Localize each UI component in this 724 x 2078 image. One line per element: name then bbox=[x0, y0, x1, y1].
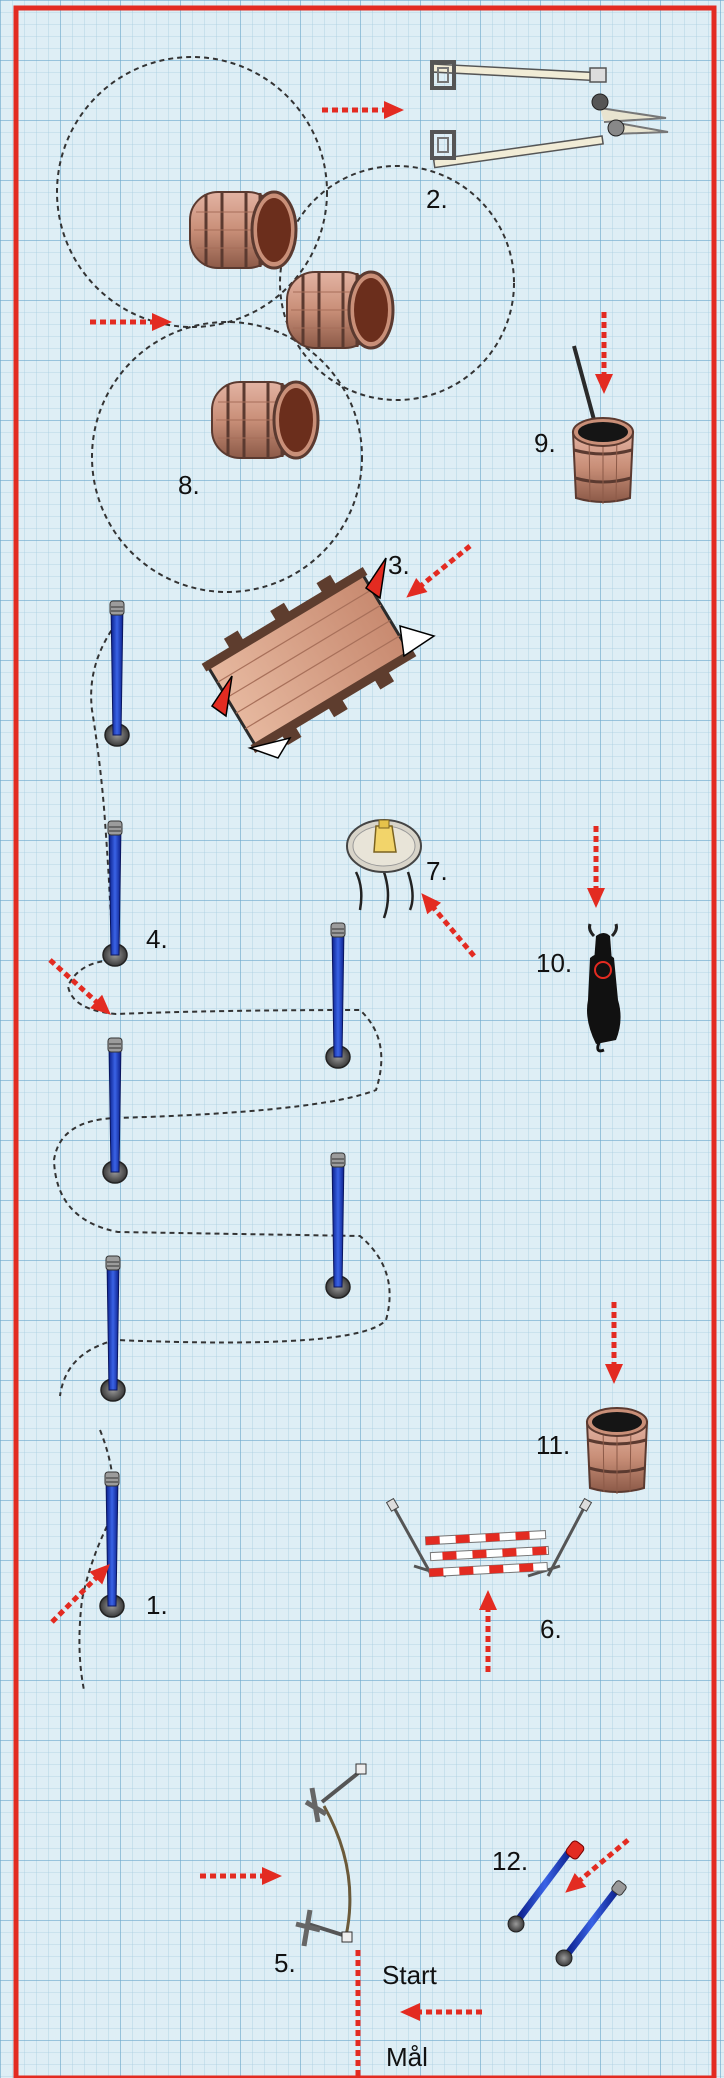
label-obstacle-5: 5. bbox=[274, 1948, 296, 1978]
label-obstacle-2: 2. bbox=[426, 184, 448, 214]
label-obstacle-6: 6. bbox=[540, 1614, 562, 1644]
label-obstacle-12: 12. bbox=[492, 1846, 528, 1876]
start-label: Start bbox=[382, 1960, 438, 1990]
barrel-obstacle bbox=[587, 1408, 647, 1494]
finish-label: Mål bbox=[386, 2042, 428, 2072]
label-obstacle-3: 3. bbox=[388, 550, 410, 580]
label-obstacle-7: 7. bbox=[426, 856, 448, 886]
label-obstacle-10: 10. bbox=[536, 948, 572, 978]
label-obstacle-4: 4. bbox=[146, 924, 168, 954]
label-obstacle-8: 8. bbox=[178, 470, 200, 500]
label-obstacle-9: 9. bbox=[534, 428, 556, 458]
label-obstacle-1: 1. bbox=[146, 1590, 168, 1620]
label-obstacle-11: 11. bbox=[536, 1430, 570, 1460]
